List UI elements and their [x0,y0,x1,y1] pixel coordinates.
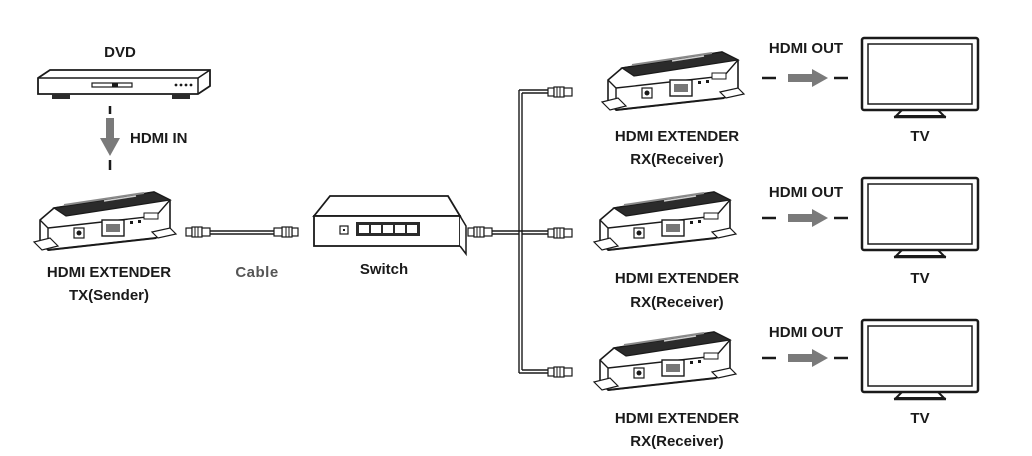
tv-label: TV [910,270,930,287]
receiver-label-line1: HDMI EXTENDER [614,128,740,145]
tv-icon [860,36,980,119]
hdmi-in-label: HDMI IN [130,130,188,147]
hdmi-out-label: HDMI OUT [768,324,844,341]
receiver-label-line1: HDMI EXTENDER [614,270,740,287]
dvd-player-icon [37,69,211,99]
sender-device-icon [33,191,177,251]
hdmi-out-arrow-icon [762,209,848,227]
receiver-device-icon [593,331,737,391]
cable-label: Cable [235,264,279,281]
hdmi-out-arrow-icon [762,69,848,87]
sender-label-line1: HDMI EXTENDER [46,264,172,281]
dvd-label: DVD [104,44,136,61]
hdmi-out-label: HDMI OUT [768,184,844,201]
receiver-device-icon [593,191,737,251]
receiver-label-line2: RX(Receiver) [630,294,724,311]
switch-label: Switch [359,261,409,278]
receiver-label-line2: RX(Receiver) [630,151,724,168]
tv-icon [860,318,980,401]
fanout-cable-icon [467,86,573,378]
tv-icon [860,176,980,259]
hdmi-out-label: HDMI OUT [768,40,844,57]
tv-label: TV [910,128,930,145]
receiver-label-line2: RX(Receiver) [630,433,724,450]
receiver-label-line1: HDMI EXTENDER [614,410,740,427]
network-switch-icon [312,195,467,257]
hdmi-out-arrow-icon [762,349,848,367]
tv-label: TV [910,410,930,427]
ethernet-cable-icon [185,226,299,238]
sender-label-line2: TX(Sender) [68,287,149,304]
receiver-device-icon [601,51,745,111]
hdmi-in-arrow-icon [100,106,120,170]
